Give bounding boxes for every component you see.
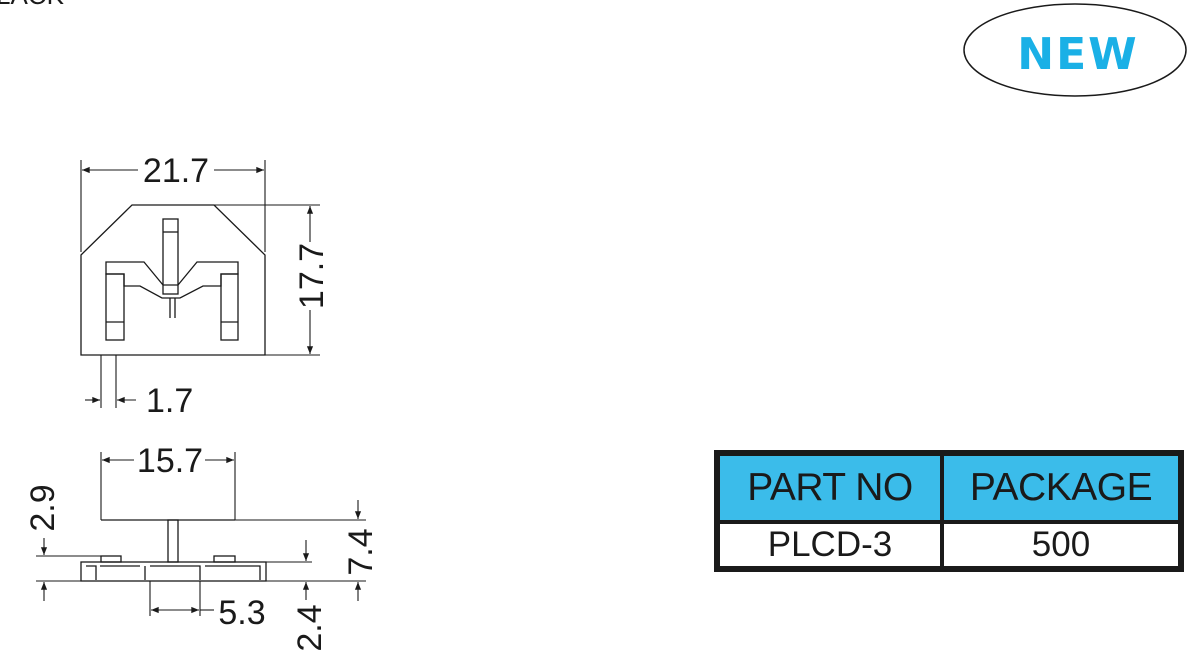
side-view — [80, 519, 267, 582]
front-view — [80, 204, 266, 356]
table-header-part-no: PART NO — [720, 456, 940, 520]
new-badge: NEW — [963, 3, 1187, 97]
table-header-package: PACKAGE — [944, 456, 1178, 520]
table-cell-part-no: PLCD-3 — [720, 524, 940, 566]
dim-left-height-label: 2.9 — [24, 484, 62, 531]
right-leg — [220, 273, 239, 341]
dim-span-label: 15.7 — [137, 442, 203, 480]
table-cell-package: 500 — [944, 524, 1178, 566]
dim-width-label: 21.7 — [143, 152, 209, 190]
front-view-dimensions — [80, 160, 320, 408]
front-view-body — [80, 204, 266, 356]
dim-pitch-label: 5.3 — [218, 594, 265, 632]
contact-spring — [105, 261, 239, 299]
side-view-dimensions — [36, 452, 366, 616]
left-pad — [100, 555, 122, 563]
side-view-base — [80, 561, 267, 582]
new-badge-text: NEW — [1017, 29, 1138, 80]
dim-base-height-label: 2.4 — [291, 604, 329, 651]
right-pad — [213, 555, 236, 563]
left-leg — [105, 273, 125, 341]
header-fragment: LACK — [0, 0, 65, 10]
dim-pin-width-label: 1.7 — [146, 382, 193, 420]
dim-height-label: 17.7 — [293, 243, 331, 309]
dim-total-height-label: 7.4 — [342, 528, 380, 575]
spec-table: PART NO PACKAGE PLCD-3 500 — [714, 450, 1184, 572]
new-badge-outline — [963, 3, 1187, 97]
center-post — [167, 519, 179, 563]
center-pin — [162, 218, 179, 295]
